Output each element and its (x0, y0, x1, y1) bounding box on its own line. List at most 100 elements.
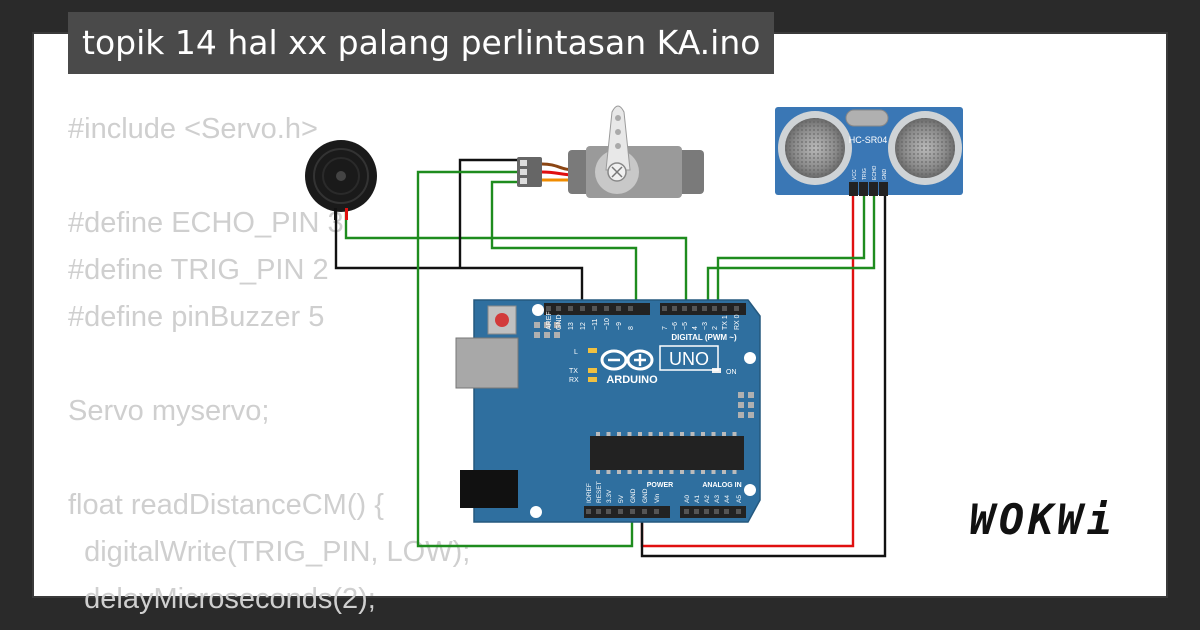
header-pin[interactable] (684, 509, 689, 514)
pin-label: TX 1 (722, 315, 729, 330)
analog-label: ANALOG IN (702, 482, 741, 489)
header-pin[interactable] (618, 509, 623, 514)
header-pin[interactable] (714, 509, 719, 514)
chip-leg (638, 432, 642, 436)
sensor-pin-label: TRIG (862, 168, 868, 180)
wire-sensor-echo[interactable] (706, 196, 876, 308)
header-pin[interactable] (702, 306, 707, 311)
header-pin[interactable] (722, 306, 727, 311)
header-pin[interactable] (616, 306, 621, 311)
led-l-label: L (574, 349, 578, 356)
diagram-card: #include <Servo.h> #define ECHO_PIN 3 #def… (34, 34, 1166, 615)
pin-label: 8 (628, 326, 635, 330)
microcontroller-chip (590, 436, 744, 470)
header-pin[interactable] (654, 509, 659, 514)
header-pin[interactable] (694, 509, 699, 514)
code-line: #include <Servo.h> (68, 113, 318, 145)
chip-leg (606, 432, 611, 436)
header-pin[interactable] (692, 306, 697, 311)
header-pin[interactable] (604, 306, 609, 311)
wire-buzzer-signal[interactable] (344, 212, 688, 308)
header-pin[interactable] (546, 306, 551, 311)
led-rx-label: RX (569, 377, 579, 384)
wire-sensor-gnd[interactable] (640, 196, 887, 558)
header-pin[interactable] (736, 509, 741, 514)
header-pin[interactable] (606, 509, 611, 514)
header-pin[interactable] (724, 509, 729, 514)
chip-leg (680, 470, 684, 474)
chip-leg (617, 432, 621, 436)
servo-motor[interactable] (517, 105, 704, 198)
pin-label: 12 (580, 322, 587, 330)
power-pin-label: IOREF (586, 483, 593, 503)
power-pin-label: GND (642, 488, 649, 503)
chip-leg (701, 470, 705, 474)
code-line: #define pinBuzzer 5 (68, 301, 325, 333)
pin-label: ~3 (702, 322, 709, 330)
header-pin[interactable] (704, 509, 709, 514)
chip-leg (722, 432, 726, 436)
code-preview: #include <Servo.h> #define ECHO_PIN 3 #def… (68, 106, 470, 623)
buzzer[interactable] (305, 140, 377, 220)
header-pin[interactable] (568, 306, 573, 311)
chip-leg (627, 432, 632, 436)
chip-leg (722, 470, 726, 474)
usb-port (455, 337, 519, 389)
chip-leg (659, 432, 663, 436)
pin-label: ~5 (682, 322, 689, 330)
header-pin[interactable] (596, 509, 601, 514)
wires (334, 158, 887, 558)
chip-leg (627, 470, 632, 474)
wokwi-logo: WOKWi (969, 495, 1116, 544)
chip-leg (648, 432, 653, 436)
pin-label: ~11 (592, 319, 599, 330)
wire-servo-signal[interactable] (490, 180, 638, 308)
chip-leg (638, 470, 642, 474)
header-pin[interactable] (628, 306, 633, 311)
wire-sensor-trig[interactable] (716, 196, 866, 308)
header-pin[interactable] (630, 509, 635, 514)
header-pin[interactable] (586, 509, 591, 514)
header-pin[interactable] (662, 306, 667, 311)
header-pin[interactable] (734, 306, 739, 311)
pin-label: ~6 (672, 322, 679, 330)
header-pin[interactable] (580, 306, 585, 311)
digital-label: DIGITAL (PWM ~) (671, 333, 737, 342)
pin-label: 13 (568, 322, 575, 330)
chip-leg (701, 432, 705, 436)
power-pin-label: RESET (596, 481, 603, 503)
power-pin-label: 5V (618, 494, 625, 503)
chip-leg (680, 432, 684, 436)
power-label: POWER (647, 482, 673, 489)
header-pin[interactable] (712, 306, 717, 311)
analog-pin-label: A2 (704, 495, 711, 503)
header-pin[interactable] (642, 509, 647, 514)
chip-leg (648, 470, 653, 474)
chip-leg (596, 470, 600, 474)
pin-label: RX 0 (734, 314, 741, 330)
arduino-brand: ARDUINO (606, 374, 658, 386)
code-line: digitalWrite(TRIG_PIN, LOW); (68, 536, 471, 568)
analog-pin-label: A0 (684, 495, 691, 503)
header-pin[interactable] (556, 306, 561, 311)
header-pin[interactable] (592, 306, 597, 311)
chip-leg (711, 470, 716, 474)
uno-logo: UNO (669, 349, 709, 369)
wire-servo-vcc[interactable] (416, 170, 634, 548)
wire-servo-gnd[interactable] (458, 158, 518, 268)
sensor-pin-label: GND (882, 169, 888, 181)
pin-label: 4 (692, 326, 699, 330)
chip-leg (669, 470, 674, 474)
sensor-pin-label: VCC (852, 169, 858, 180)
code-line: Servo myservo; (68, 395, 270, 427)
code-line: #define ECHO_PIN 3 (68, 207, 344, 239)
analog-pin-label: A1 (694, 495, 701, 503)
chip-leg (711, 432, 716, 436)
chip-leg (659, 470, 663, 474)
header-pin[interactable] (672, 306, 677, 311)
chip-leg (606, 470, 611, 474)
header-pin[interactable] (682, 306, 687, 311)
